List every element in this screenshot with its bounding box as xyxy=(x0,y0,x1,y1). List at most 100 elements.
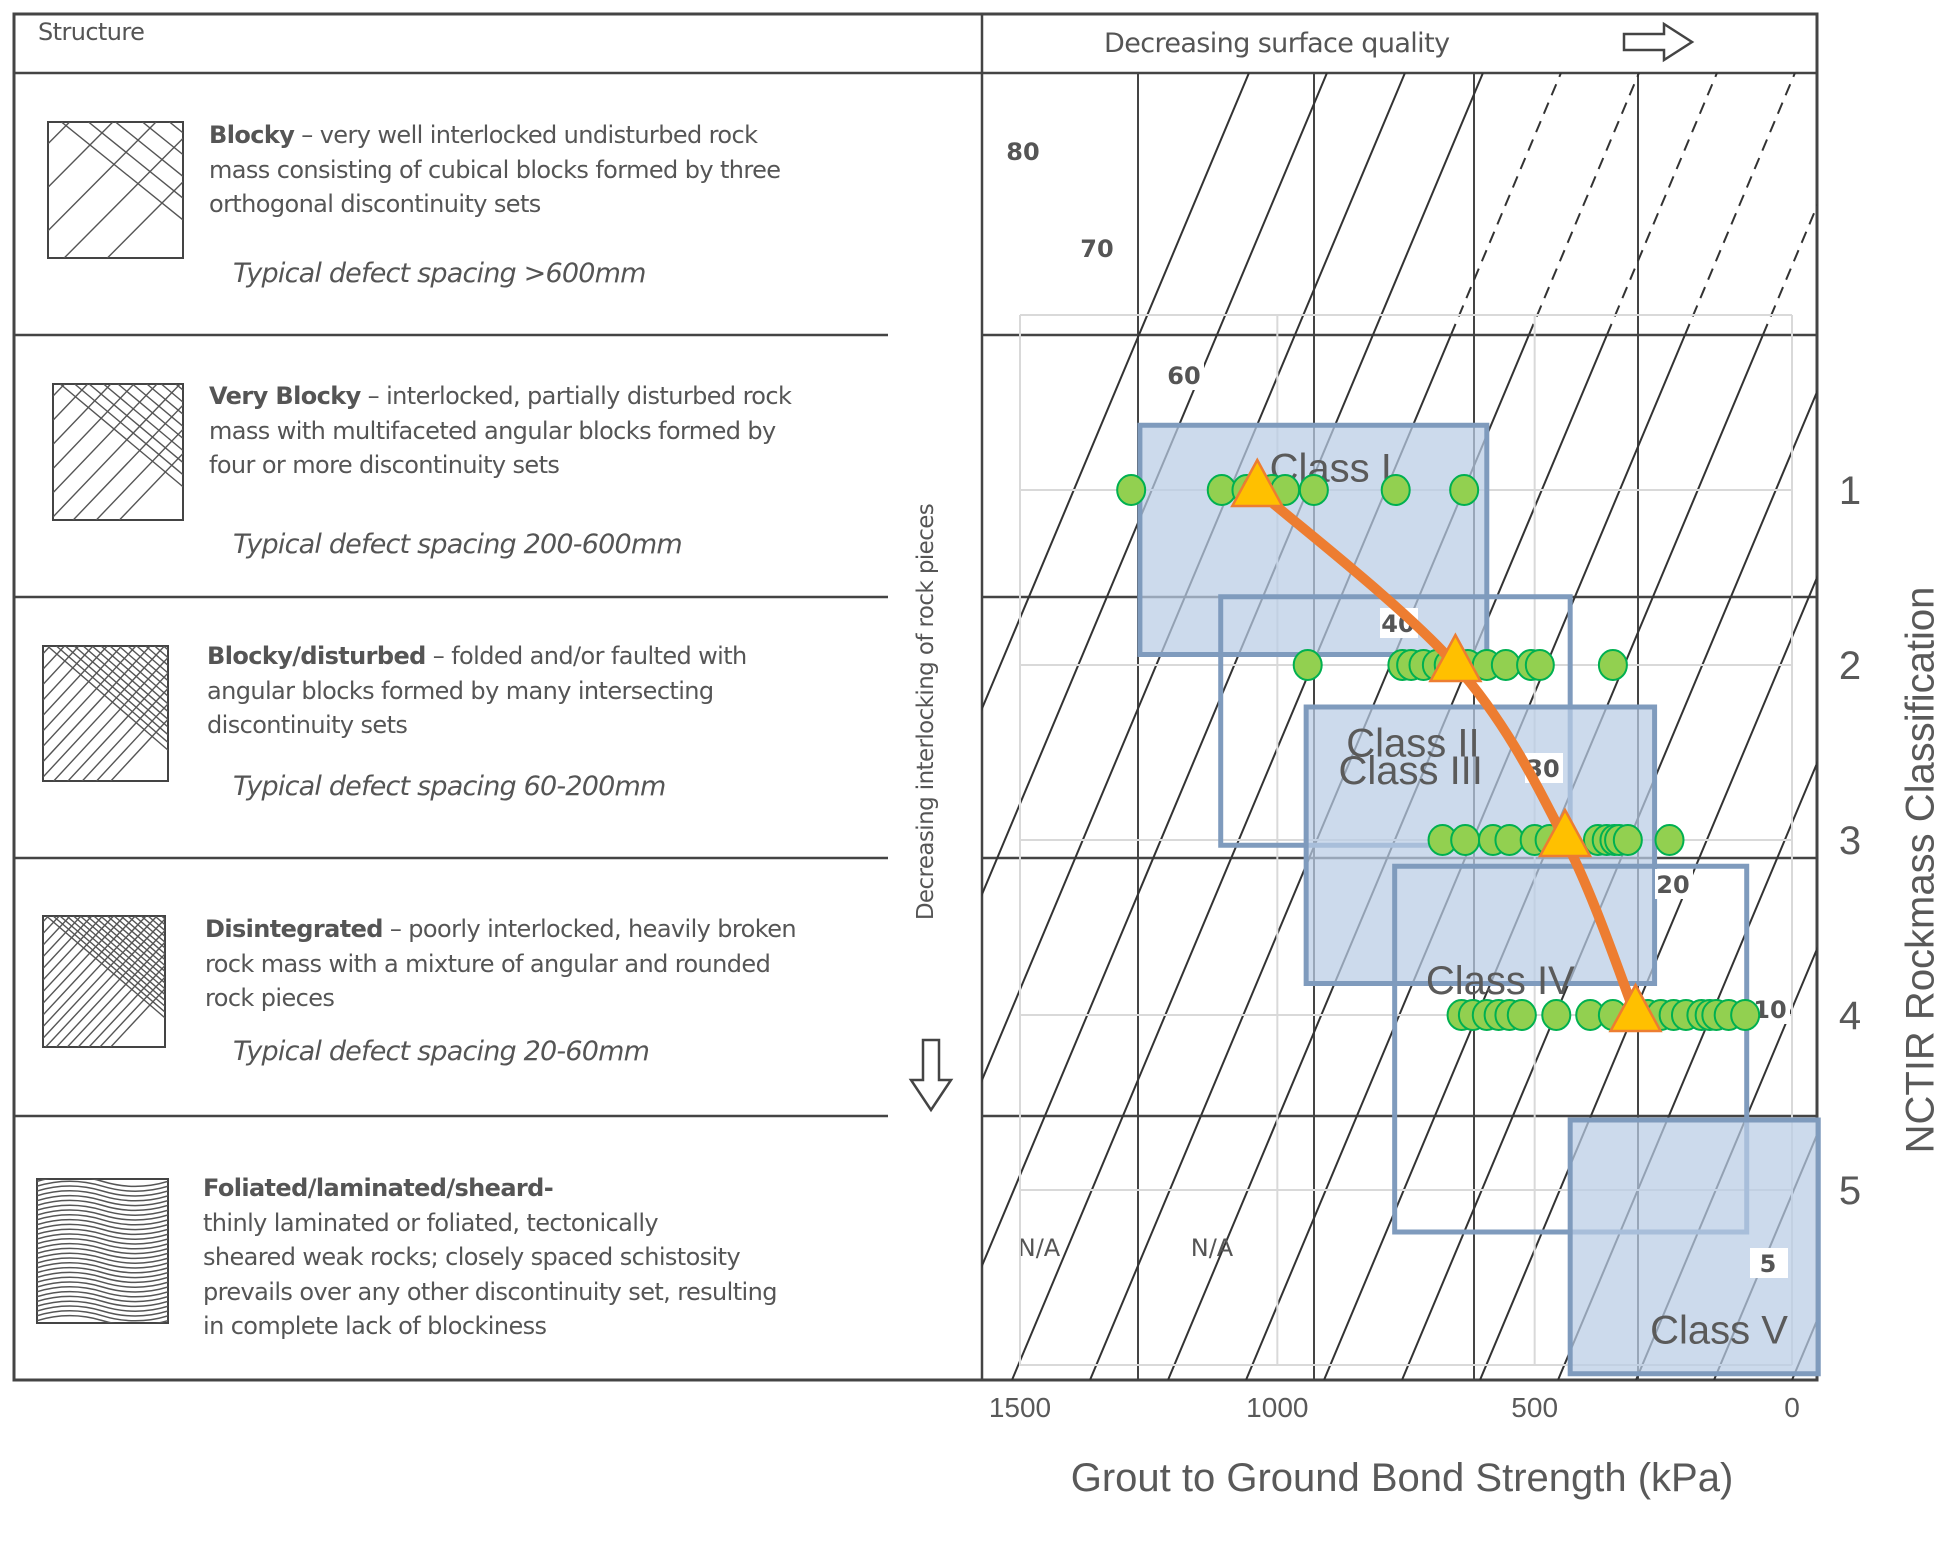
pattern-stroke xyxy=(161,916,165,920)
y-tick-label: 5 xyxy=(1839,1169,1861,1213)
pattern-stroke xyxy=(37,1228,168,1240)
blocky-disturbed-pattern-icon xyxy=(42,645,169,782)
pattern-strokes xyxy=(48,122,183,258)
class-label: Class V xyxy=(1650,1309,1788,1353)
pattern-stroke xyxy=(37,1194,168,1207)
structure-description: Very Blocky – interlocked, partially dis… xyxy=(209,379,792,483)
pattern-stroke xyxy=(88,964,165,1047)
pattern-stroke xyxy=(82,646,168,720)
structure-description: Foliated/laminated/sheard-thinly laminat… xyxy=(203,1171,777,1344)
pattern-stroke xyxy=(154,646,168,659)
pattern-stroke xyxy=(37,1199,168,1212)
pattern-stroke xyxy=(37,1185,168,1197)
structure-description-line: orthogonal discontinuity sets xyxy=(209,190,541,218)
pattern-stroke xyxy=(37,1247,168,1260)
pattern-stroke xyxy=(142,122,183,156)
gsi-contour-line xyxy=(1479,575,1817,1380)
gsi-contour-line xyxy=(982,334,1140,712)
pattern-strokes xyxy=(43,916,165,1047)
structure-description-line: – poorly interlocked, heavily broken xyxy=(382,915,797,943)
pattern-stroke xyxy=(37,1257,168,1269)
x-tick-label: 0 xyxy=(1784,1392,1800,1423)
pattern-stroke xyxy=(37,1209,168,1221)
x-tick-label: 1500 xyxy=(989,1392,1051,1423)
data-point-circle xyxy=(1506,999,1537,1031)
gsi-contour-line xyxy=(1137,73,1250,336)
foliated-pattern-icon xyxy=(36,1178,169,1324)
disintegrated-pattern-icon xyxy=(42,915,166,1048)
class-label: Class III xyxy=(1338,749,1482,793)
structure-header: Structure xyxy=(38,18,145,46)
contour-label: 5 xyxy=(1760,1250,1777,1278)
pattern-stroke xyxy=(100,916,165,972)
data-point-circle xyxy=(1490,649,1521,681)
pattern-stroke xyxy=(140,916,165,937)
defect-spacing-label: Typical defect spacing 200-600mm xyxy=(233,529,683,560)
data-point-circle xyxy=(1292,649,1323,681)
pattern-stroke xyxy=(109,646,168,697)
na-label: N/A xyxy=(1191,1234,1234,1262)
pattern-stroke xyxy=(37,1252,168,1264)
gsi-contour-line xyxy=(1293,73,1406,336)
pattern-stroke xyxy=(103,384,183,452)
pattern-stroke xyxy=(37,1295,168,1308)
very-blocky-pattern-icon xyxy=(52,383,184,521)
pattern-stroke xyxy=(37,1276,168,1288)
pattern-stroke xyxy=(95,702,168,781)
pattern-stroke xyxy=(109,987,165,1047)
pattern-stroke xyxy=(154,916,165,926)
pattern-stroke xyxy=(37,1204,168,1216)
contour-label-bg xyxy=(1166,360,1204,390)
structure-title: Disintegrated xyxy=(205,915,383,943)
pattern-stroke xyxy=(37,1262,168,1274)
pattern-stroke xyxy=(77,952,165,1047)
na-label: N/A xyxy=(1018,1234,1061,1262)
pattern-stroke xyxy=(88,122,183,199)
pattern-stroke xyxy=(37,1266,168,1279)
structure-description: Blocky/disturbed – folded and/or faulted… xyxy=(207,639,747,743)
contour-label: 20 xyxy=(1656,871,1689,899)
pattern-stroke xyxy=(113,916,165,961)
contour-label: 70 xyxy=(1080,235,1113,263)
pattern-stroke xyxy=(100,646,168,705)
structure-description-line: – interlocked, partially disturbed rock xyxy=(360,382,792,410)
pattern-stroke xyxy=(37,1310,168,1322)
design-curve-line xyxy=(1252,485,1641,1020)
data-point-circle xyxy=(1449,474,1480,506)
pattern-stroke xyxy=(37,1238,168,1250)
pattern-strokes xyxy=(37,1179,168,1323)
pattern-stroke xyxy=(45,916,165,1019)
pattern-stroke xyxy=(55,646,168,743)
class-box xyxy=(1567,1117,1821,1377)
contour-label-bg xyxy=(1005,136,1043,166)
structure-description: Blocky – very well interlocked undisturb… xyxy=(209,118,781,222)
pattern-stroke xyxy=(37,1281,168,1293)
pattern-stroke xyxy=(59,384,183,488)
gsi-contour-line xyxy=(1371,73,1484,336)
pattern-stroke xyxy=(169,122,183,134)
contour-label-bg xyxy=(1655,869,1693,899)
pattern-stroke xyxy=(175,384,183,391)
pattern-frame xyxy=(42,645,169,782)
pattern-strokes xyxy=(43,646,168,781)
pattern-stroke xyxy=(66,916,165,1001)
pattern-frame xyxy=(36,1178,169,1324)
pattern-stroke xyxy=(64,646,168,736)
structure-description-line: mass with multifaceted angular blocks fo… xyxy=(209,416,776,445)
data-point-triangle xyxy=(1428,632,1483,683)
pattern-stroke xyxy=(37,1242,168,1255)
pattern-stroke xyxy=(37,1190,168,1202)
pattern-stroke xyxy=(37,1214,168,1226)
gsi-contour-line xyxy=(1449,73,1562,336)
pattern-stroke xyxy=(98,976,165,1047)
gsi-contour-line xyxy=(1761,203,1817,336)
data-point-circle xyxy=(1730,999,1761,1031)
surface-quality-header: Decreasing surface quality xyxy=(1104,28,1450,59)
pattern-stroke xyxy=(146,384,183,415)
defect-spacing-label: Typical defect spacing 20-60mm xyxy=(233,1036,650,1067)
data-point-circle xyxy=(1494,824,1525,856)
pattern-stroke xyxy=(37,1179,168,1188)
pattern-stroke xyxy=(74,384,183,476)
pattern-stroke xyxy=(81,687,168,781)
structure-description-line: prevails over any other discontinuity se… xyxy=(203,1277,777,1306)
